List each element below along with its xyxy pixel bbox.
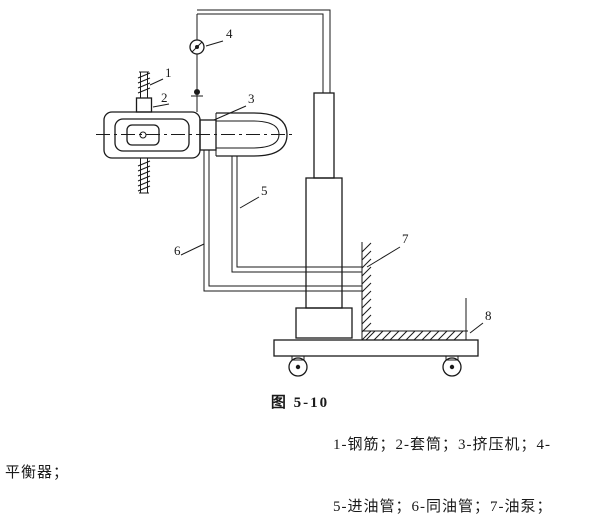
oil-return-pipe bbox=[203, 150, 362, 292]
hydraulic-cylinder bbox=[305, 92, 343, 309]
legend-line-3: 5-进油管；6-同油管；7-油泵； bbox=[333, 499, 553, 515]
callout-2: 2 bbox=[161, 90, 168, 105]
callout-leaders bbox=[149, 40, 484, 334]
legend-line-1: 1-钢筋；2-套筒；3-挤压机；4- bbox=[333, 437, 551, 453]
extrusion-press-diagram: 1 2 3 4 5 6 7 8 bbox=[96, 9, 492, 377]
callout-1: 1 bbox=[165, 65, 172, 80]
sleeve-coupler bbox=[135, 97, 153, 113]
callout-4: 4 bbox=[226, 26, 233, 41]
callout-7: 7 bbox=[402, 231, 409, 246]
cart-platform bbox=[273, 339, 479, 361]
callout-3: 3 bbox=[248, 91, 255, 106]
overhead-pipe bbox=[196, 9, 331, 93]
oil-inlet-pipe bbox=[231, 156, 362, 273]
wheel-left bbox=[288, 357, 308, 377]
legend-line-2: 平衡器； bbox=[5, 465, 70, 481]
callout-8: 8 bbox=[485, 308, 492, 323]
callout-5: 5 bbox=[261, 183, 268, 198]
wheel-right bbox=[442, 357, 462, 377]
rebar bbox=[137, 71, 151, 194]
wall-hatch bbox=[361, 242, 468, 341]
figure-caption: 图 5-10 bbox=[270, 395, 330, 411]
balancer-gauge bbox=[189, 39, 205, 112]
oil-pump bbox=[295, 307, 353, 339]
callout-6: 6 bbox=[174, 243, 181, 258]
